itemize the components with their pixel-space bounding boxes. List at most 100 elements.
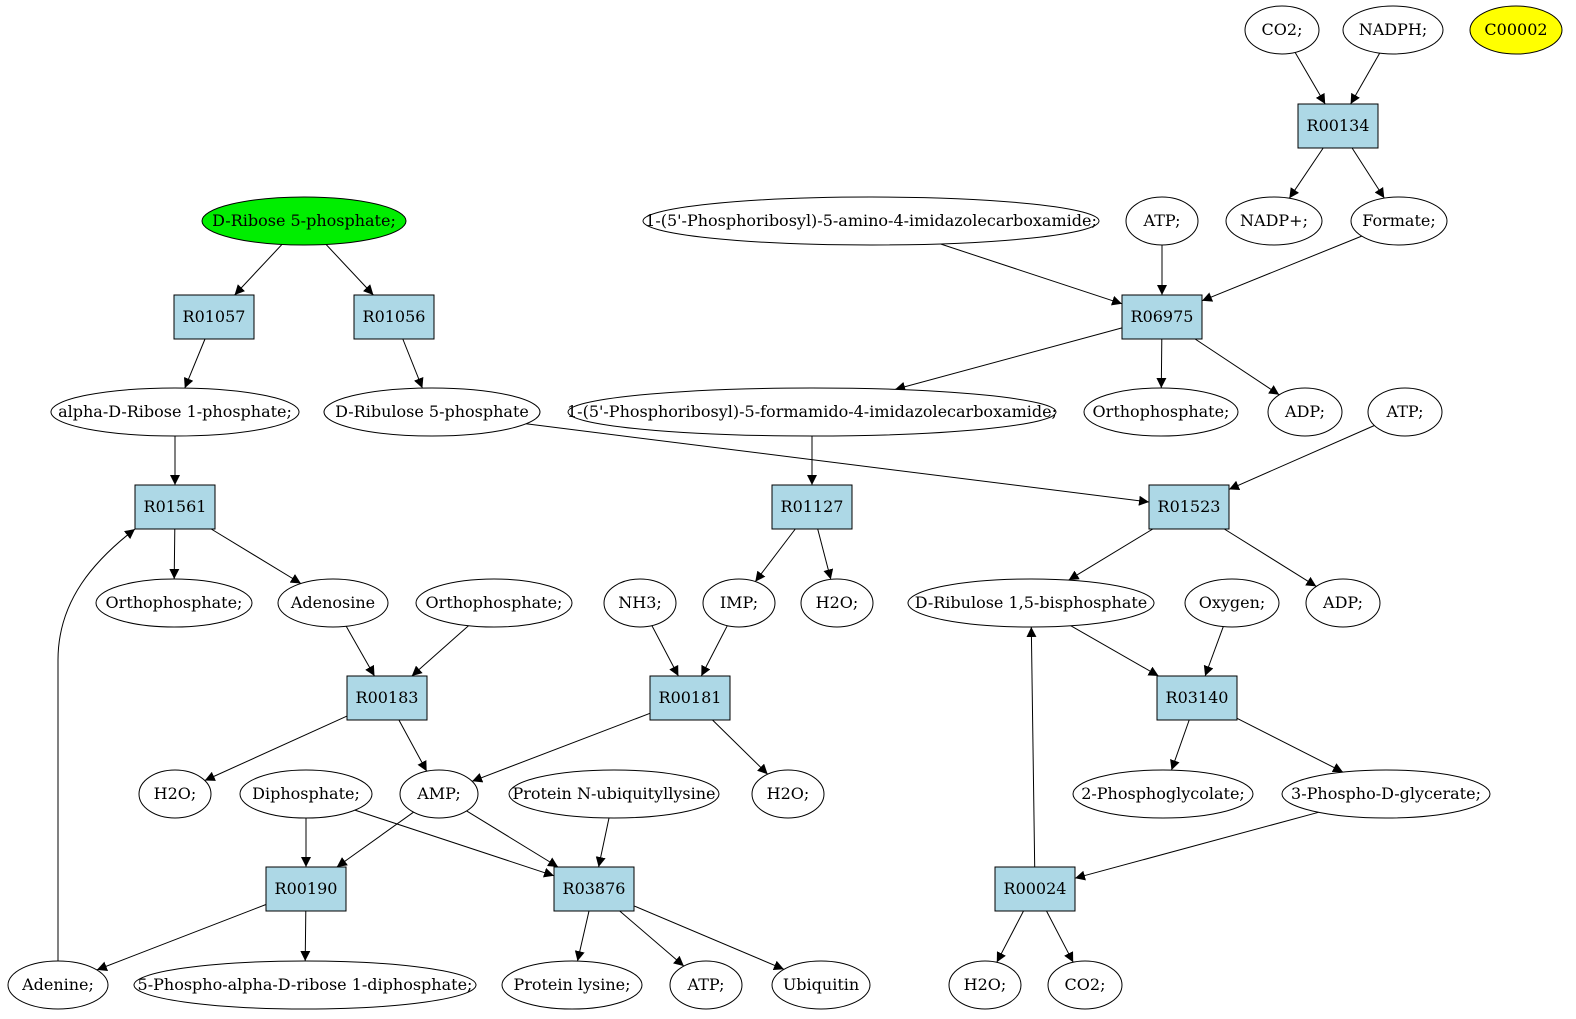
reaction-node-r01127[interactable]: R01127 [771,484,853,530]
edge-r01057-to-ar1p [183,338,206,389]
compound-node-faicar[interactable]: 1-(5'-Phosphoribosyl)-5-formamido-4-imid… [567,387,1057,437]
compound-node-h2o_c[interactable]: H2O; [751,769,825,819]
node-label: AMP; [416,784,461,803]
compound-ellipse [1350,196,1448,246]
node-label: IMP; [720,593,758,612]
compound-ellipse [1469,5,1563,55]
compound-node-prpp[interactable]: 5-Phospho-alpha-D-ribose 1-diphosphate; [133,960,477,1010]
compound-ellipse [907,578,1155,628]
edge-r5p-to-r01056 [325,244,374,296]
compound-node-h2o_b[interactable]: H2O; [138,769,212,819]
compound-node-pga3[interactable]: 3-Phospho-D-glycerate; [1281,769,1491,819]
compound-node-atp_a[interactable]: ATP; [1125,196,1199,246]
node-label: NADP+; [1240,211,1308,230]
reaction-node-r01561[interactable]: R01561 [134,484,216,530]
edge-amp-to-r00190 [336,811,414,868]
compound-node-r5p[interactable]: D-Ribose 5-phosphate; [201,196,407,246]
compound-ellipse [239,769,373,819]
compound-node-ar1p[interactable]: alpha-D-Ribose 1-phosphate; [50,387,300,437]
node-label: D-Ribose 5-phosphate; [212,211,396,230]
compound-ellipse [948,960,1022,1010]
reaction-node-r00181[interactable]: R00181 [649,675,731,721]
compound-node-adenosine[interactable]: Adenosine [277,578,389,628]
compound-ellipse [1244,5,1320,55]
compound-node-co2_b[interactable]: CO2; [1047,960,1123,1010]
node-label: R06975 [1131,307,1194,326]
compound-node-imp[interactable]: IMP; [702,578,776,628]
compound-node-formate[interactable]: Formate; [1350,196,1448,246]
node-label: Orthophosphate; [106,593,243,612]
node-label: Formate; [1362,211,1436,230]
compound-ellipse [603,578,677,628]
node-label: R00134 [1307,116,1370,135]
node-label: CO2; [1065,975,1106,994]
node-label: 3-Phospho-D-glycerate; [1291,784,1481,803]
compound-node-oxygen[interactable]: Oxygen; [1184,578,1280,628]
edge-r01561-to-adenosine [210,528,302,584]
reaction-node-r06975[interactable]: R06975 [1121,294,1203,340]
reaction-box [649,675,731,721]
compound-node-nadph[interactable]: NADPH; [1342,5,1444,55]
edge-pnul-to-r03876 [595,817,610,868]
reaction-node-r00024[interactable]: R00024 [994,866,1076,912]
reaction-node-r01056[interactable]: R01056 [353,294,435,340]
reaction-node-r00183[interactable]: R00183 [346,675,428,721]
reaction-node-r00134[interactable]: R00134 [1297,103,1379,149]
reaction-node-r01057[interactable]: R01057 [173,294,255,340]
edge-ru5p-to-r01523 [525,423,1150,506]
reaction-node-r03876[interactable]: R03876 [553,866,635,912]
compound-node-adenine[interactable]: Adenine; [7,960,109,1010]
compound-node-ortho_c[interactable]: Orthophosphate; [415,578,573,628]
reaction-node-r00190[interactable]: R00190 [265,866,347,912]
edge-r01127-to-imp [754,528,796,582]
node-label: R01523 [1158,497,1221,516]
reaction-node-r01523[interactable]: R01523 [1148,484,1230,530]
compound-ellipse [201,196,407,246]
compound-node-h2o_a[interactable]: H2O; [800,578,874,628]
node-label: Protein N-ubiquityllysine [512,784,715,803]
edge-r00181-to-amp [471,712,651,783]
compound-node-ortho_b[interactable]: Orthophosphate; [95,578,253,628]
compound-ellipse [501,960,643,1010]
compound-node-co2_a[interactable]: CO2; [1244,5,1320,55]
compound-node-nh3[interactable]: NH3; [603,578,677,628]
edge-oxygen-to-r03140 [1203,626,1224,677]
compound-ellipse [642,196,1100,246]
compound-node-ortho_a[interactable]: Orthophosphate; [1083,387,1239,437]
compound-node-plys[interactable]: Protein lysine; [501,960,643,1010]
compound-ellipse [1047,960,1123,1010]
compound-ellipse [669,960,743,1010]
compound-node-h2o_d[interactable]: H2O; [948,960,1022,1010]
compound-node-ubiquitin[interactable]: Ubiquitin [771,960,871,1010]
compound-node-atp_c[interactable]: ATP; [669,960,743,1010]
compound-node-atp_b[interactable]: ATP; [1367,387,1443,437]
node-label: ATP; [1386,402,1424,421]
compound-node-pnul[interactable]: Protein N-ubiquityllysine [508,769,720,819]
edge-r00190-to-adenine [96,904,267,971]
compound-ellipse [1184,578,1280,628]
reaction-box [173,294,255,340]
edge-adenine-to-r01561 [57,528,136,961]
compound-node-pg2[interactable]: 2-Phosphoglycolate; [1072,769,1254,819]
compound-node-amp[interactable]: AMP; [399,769,479,819]
compound-node-adp_a[interactable]: ADP; [1267,387,1343,437]
reaction-box [353,294,435,340]
edge-r00134-to-formate [1351,147,1385,199]
compound-node-rubp[interactable]: D-Ribulose 1,5-bisphosphate [907,578,1155,628]
compound-node-c00002[interactable]: C00002 [1469,5,1563,55]
edge-aicar-to-r06975 [940,243,1123,306]
reaction-node-r03140[interactable]: R03140 [1156,675,1238,721]
compound-node-nadp[interactable]: NADP+; [1225,196,1323,246]
compound-ellipse [399,769,479,819]
compound-node-adp_b[interactable]: ADP; [1305,578,1381,628]
compound-node-diphosphate[interactable]: Diphosphate; [239,769,373,819]
edge-r03876-to-plys [574,910,590,962]
compound-ellipse [95,578,253,628]
node-label: 2-Phosphoglycolate; [1081,784,1245,803]
compound-node-ru5p[interactable]: D-Ribulose 5-phosphate [323,387,541,437]
compound-ellipse [1072,769,1254,819]
compound-node-aicar[interactable]: 1-(5'-Phosphoribosyl)-5-amino-4-imidazol… [642,196,1100,246]
compound-ellipse [567,387,1057,437]
node-label: Orthophosphate; [1093,402,1230,421]
